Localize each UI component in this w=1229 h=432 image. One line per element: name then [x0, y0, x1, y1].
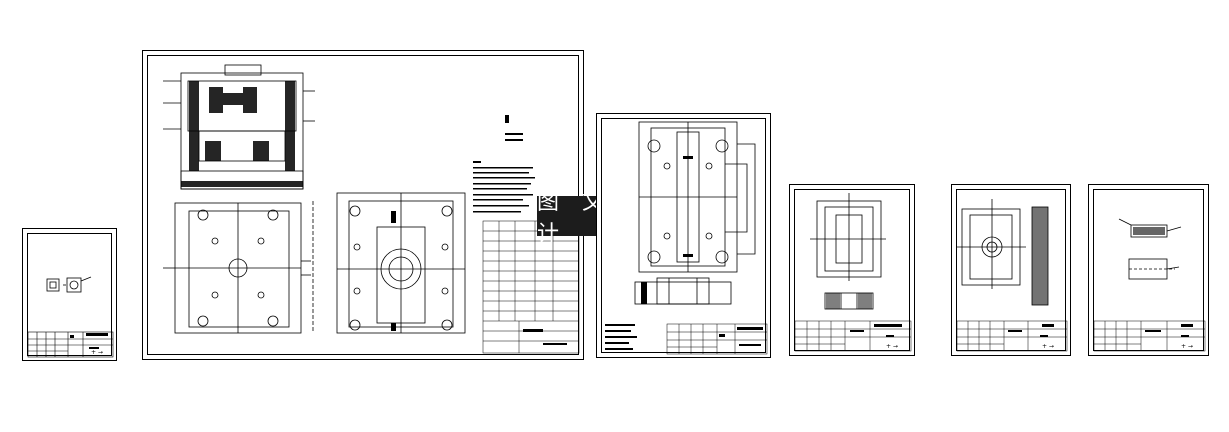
drawing-sheet-6: + → [1088, 184, 1209, 356]
sheet-border [1093, 189, 1204, 351]
drawing-sheet-1: + → [22, 228, 117, 361]
sheet-border [794, 189, 910, 351]
sheet-6-linework [1093, 218, 1206, 352]
sheet-border [27, 233, 112, 356]
assembly-linework [163, 64, 580, 354]
drawing-sheet-assembly [142, 50, 584, 360]
sheet-border [956, 189, 1066, 351]
sheet-4-linework [794, 193, 912, 352]
sheet-border [601, 118, 766, 353]
sheet-6-code: + → [1181, 343, 1193, 350]
sheet-5-linework [956, 199, 1068, 352]
drawing-sheet-5: + → [951, 184, 1071, 356]
sheet-1-code: + → [91, 349, 103, 356]
drawing-sheet-plate [596, 113, 771, 358]
sheet-1-linework [27, 276, 114, 358]
drawing-sheet-4: + → [789, 184, 915, 356]
sheet-5-code: + → [1042, 343, 1054, 350]
sheet-4-code: + → [886, 343, 898, 350]
plate-linework [605, 121, 768, 355]
